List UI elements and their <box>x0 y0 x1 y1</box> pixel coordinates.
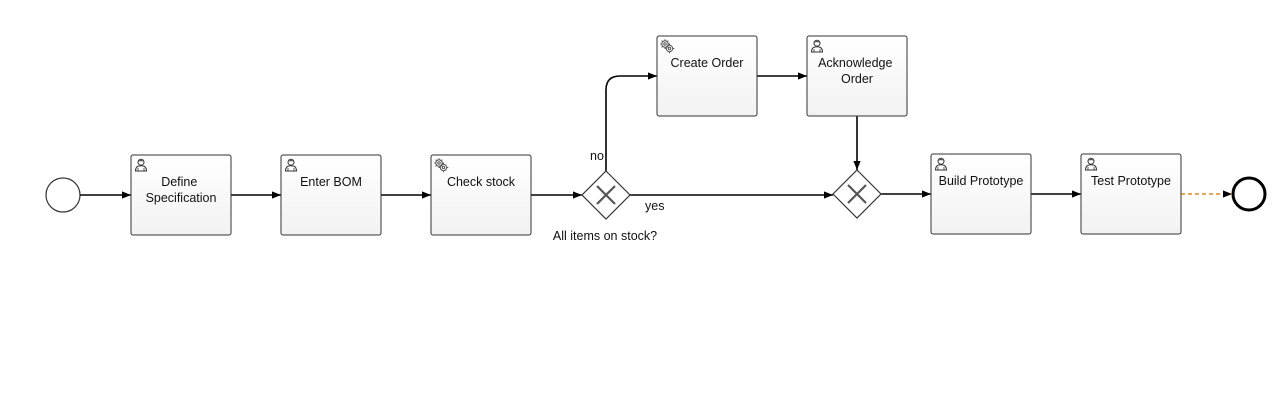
end-event[interactable] <box>1231 176 1267 212</box>
task-check-stock[interactable]: Check stock <box>430 154 532 236</box>
svg-text:Define Specification: Define Specification <box>146 175 217 205</box>
task-enter-bom[interactable]: Enter BOM <box>280 154 382 236</box>
task-label-line: Order <box>841 72 873 86</box>
task-label-line: Enter BOM <box>300 175 362 189</box>
task-create-order[interactable]: Create Order <box>656 35 758 117</box>
x-icon <box>847 184 867 204</box>
task-label-line: Define <box>161 175 197 189</box>
svg-text:Test Prototype: Test Prototype <box>1091 174 1171 188</box>
flow-label-no: no <box>590 149 604 163</box>
flow-no-to-create-order[interactable] <box>605 72 657 171</box>
svg-text:Create Order: Create Order <box>671 56 744 70</box>
task-label-line: Check stock <box>447 175 516 189</box>
exclusive-gateway-split[interactable] <box>581 170 631 220</box>
x-icon <box>596 185 616 205</box>
svg-text:Build Prototype: Build Prototype <box>939 174 1024 188</box>
start-event[interactable] <box>45 177 81 213</box>
flow-label-yes: yes <box>645 199 664 213</box>
svg-text:Check stock: Check stock <box>447 175 516 189</box>
task-test-prototype[interactable]: Test Prototype <box>1080 153 1182 235</box>
task-label-line: Test Prototype <box>1091 174 1171 188</box>
exclusive-gateway-merge[interactable] <box>832 169 882 219</box>
task-label-line: Build Prototype <box>939 174 1024 188</box>
svg-text:Enter BOM: Enter BOM <box>300 175 362 189</box>
gateway-split-label: All items on stock? <box>553 229 657 243</box>
task-label-line: Specification <box>146 191 217 205</box>
task-label-line: Create Order <box>671 56 744 70</box>
task-define-specification[interactable]: Define Specification <box>130 154 232 236</box>
task-build-prototype[interactable]: Build Prototype <box>930 153 1032 235</box>
task-label-line: Acknowledge <box>818 56 892 70</box>
svg-text:Acknowledge Order: Acknowledge Order <box>818 56 896 86</box>
task-acknowledge-order[interactable]: Acknowledge Order <box>806 35 908 117</box>
